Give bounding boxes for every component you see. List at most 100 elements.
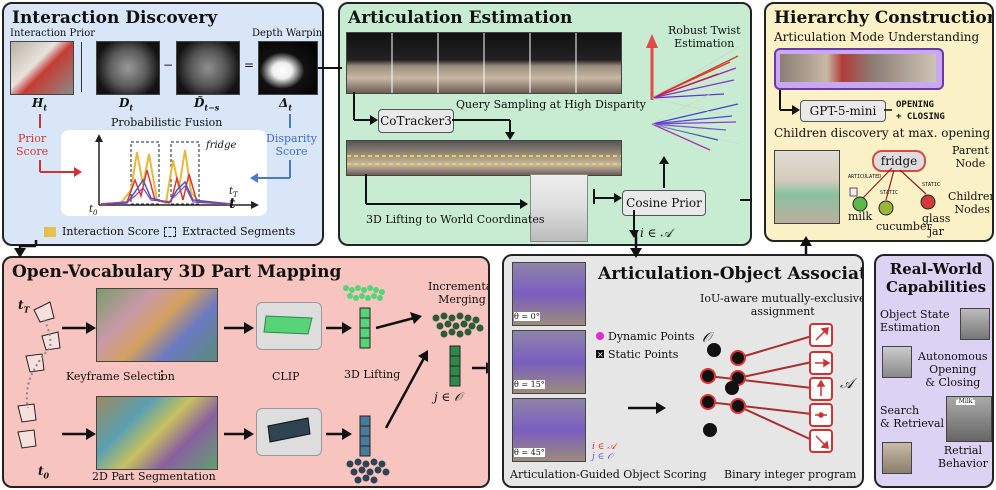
theta-15-label: θ = 15° [514, 380, 545, 389]
query-sampling-label: Query Sampling at High Disparity [456, 98, 647, 111]
association-panel: Articulation-Object Association IoU-awar… [502, 254, 864, 488]
robust-twist-label: Robust Twist Estimation [668, 24, 741, 50]
vertical-dots: ⋮ [156, 368, 168, 382]
milk-label: milk [848, 210, 873, 223]
articulation-graphics [353, 34, 741, 238]
open-fridge-image [774, 150, 840, 224]
lifted-points-image [530, 174, 588, 242]
retrial-image [882, 442, 912, 474]
symbol-d: Dt [119, 96, 134, 113]
lifting-label: 3D Lifting to World Coordinates [366, 213, 545, 226]
cosine-prior-box: Cosine Prior [622, 190, 706, 216]
dynamic-points-label: Dynamic Points [608, 330, 695, 343]
warped-depth-image [176, 41, 240, 95]
t0-label: t0 [89, 204, 98, 217]
t0-label: t0 [38, 464, 50, 481]
fusion-title: Probabilistic Fusion [111, 116, 223, 129]
symbol-h: Ht [32, 96, 48, 113]
hierarchy-construction-panel: Hierarchy Construction Articulation Mode… [764, 2, 994, 242]
j-in-o-label: j ∈ 𝒪 [434, 390, 462, 404]
divider [81, 42, 82, 92]
set-a-label: 𝒜 [840, 376, 854, 392]
legend-segments-label: Extracted Segments [182, 225, 296, 238]
sign-text: "Milk" [956, 398, 976, 405]
tT-label: tT [229, 186, 238, 199]
theta-0-label: θ = 0° [514, 312, 540, 321]
articulated-tag: ARTICULATED [848, 174, 882, 180]
glass-jar-label: glass jar [922, 212, 951, 238]
cucumber-label: cucumber [876, 220, 932, 233]
part-mapping-panel: Open-Vocabulary 3D Part Mapping tT t0 Ke… [2, 256, 490, 488]
static-tag-2: STATIC [922, 182, 941, 188]
clip-bottom-box [256, 408, 322, 456]
legend-score-swatch [44, 227, 56, 237]
keyframe-segmentation-top [96, 288, 218, 362]
closing-label: + CLOSING [896, 112, 945, 122]
fridge-node: fridge [872, 150, 926, 172]
incremental-merging-label: Incremental Merging [428, 280, 490, 306]
rgb-frame-image [10, 41, 74, 95]
mapping-graphics [17, 285, 488, 484]
depth-frame-image [96, 41, 160, 95]
bip-label: Binary integer program [724, 468, 857, 481]
autonomous-image [882, 346, 912, 378]
lifting-label: 3D Lifting [344, 368, 401, 381]
retrial-label: Retrial Behavior [938, 444, 988, 470]
hierarchy-graphics [779, 90, 936, 216]
set-o-label: 𝒪 [702, 330, 711, 346]
opening-label: OPENING [896, 100, 934, 110]
symbol-d-tilde: D̃t−s [194, 96, 220, 113]
j-in-o-label: j ∈ 𝒪 [592, 452, 613, 462]
legend-score-label: Interaction Score [62, 225, 160, 238]
minus-sign: − [163, 58, 174, 72]
disparity-score-label: Disparity Score [266, 132, 317, 158]
discovery-arrows [39, 114, 291, 183]
segmentation-label: 2D Part Segmentation [92, 470, 216, 483]
gpt-box: GPT-5-mini [800, 100, 886, 122]
fusion-plot-svg [95, 134, 259, 209]
fridge-label: fridge [206, 140, 237, 151]
panel-title: Open-Vocabulary 3D Part Mapping [12, 262, 342, 282]
depth-warping-label: Depth Warping [252, 28, 324, 39]
t-axis-label: t [229, 196, 236, 212]
i-in-a-label: i ∈ 𝒜 [592, 442, 616, 452]
state-estimation-label: Object State Estimation [880, 308, 950, 334]
panel-title: Real-World Capabilities [886, 260, 987, 296]
legend-segments-swatch [164, 227, 176, 237]
disparity-image [258, 41, 318, 95]
clip-label: CLIP [272, 370, 300, 383]
panel-title: Hierarchy Construction [774, 8, 994, 28]
mode-video-frame [774, 48, 944, 90]
state-estimation-image [960, 308, 990, 340]
symbol-delta: Δt [279, 96, 293, 113]
equals-sign: = [244, 58, 255, 72]
keyframe-segmentation-bottom [96, 396, 218, 470]
articulation-estimation-panel: Articulation Estimation Query Sampling a… [338, 2, 752, 246]
static-points-label: Static Points [608, 348, 679, 361]
query-frames-strip [346, 32, 622, 94]
capabilities-panel: Real-World Capabilities Object State Est… [874, 254, 994, 488]
search-retrieval-label: Search & Retrieval [880, 404, 945, 430]
parent-node-label: Parent Node [952, 144, 989, 170]
i-in-a-label: i ∈ 𝒜 [640, 226, 672, 240]
svg-text:×: × [597, 350, 604, 359]
keyframe-label: Keyframe Selection [66, 370, 175, 383]
theta-45-label: θ = 45° [514, 448, 545, 457]
panel-title: Interaction Discovery [12, 8, 218, 28]
panel-title: Articulation Estimation [348, 8, 573, 28]
tracked-frames-strip [346, 140, 622, 176]
tT-label: tT [18, 298, 30, 315]
children-discovery-label: Children discovery at max. opening [774, 126, 991, 140]
iou-label: IoU-aware mutually-exclusive assignment [700, 292, 864, 318]
panel-title: Articulation-Object Association [598, 264, 862, 284]
interaction-discovery-panel: Interaction Discovery Interaction Prior … [2, 2, 324, 246]
static-tag-1: STATIC [880, 190, 899, 196]
autonomous-label: Autonomous Opening & Closing [918, 350, 988, 389]
mode-understanding-label: Articulation Mode Understanding [774, 30, 980, 44]
prior-score-label: Prior Score [16, 132, 49, 158]
association-graphics: × [596, 323, 833, 453]
scoring-label: Articulation-Guided Object Scoring [510, 468, 707, 481]
children-nodes-label: Children Nodes [948, 190, 994, 216]
interaction-prior-label: Interaction Prior [10, 28, 96, 39]
fusion-plot: Probabilistic Fusion fridge t0 tT t [61, 116, 267, 217]
